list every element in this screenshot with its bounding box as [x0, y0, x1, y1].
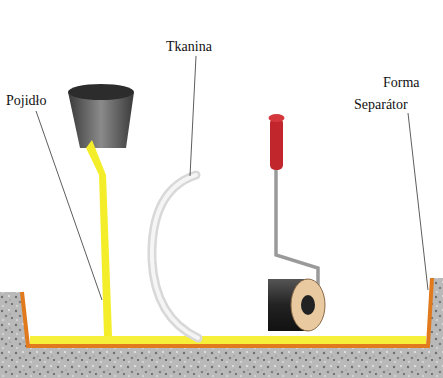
part-label: Forma — [383, 76, 420, 90]
resin-stream — [86, 140, 112, 336]
fabric-highlight — [152, 175, 198, 338]
part-label: Tkanina — [166, 40, 212, 54]
leader-line — [190, 56, 196, 176]
separator-layer — [22, 278, 432, 346]
leader-line — [408, 113, 428, 290]
bucket-rim — [68, 84, 134, 100]
fabric — [152, 175, 198, 338]
leader-line — [36, 111, 102, 300]
roller-core — [301, 295, 315, 315]
part-label: Separátor — [354, 98, 408, 112]
part-label: Pojidło — [6, 94, 46, 108]
roller-end — [291, 279, 325, 331]
resin-layer — [30, 336, 426, 344]
mold-body — [0, 278, 443, 378]
roller-handle — [270, 118, 283, 170]
resin-bucket — [68, 92, 134, 148]
roller-handle-top — [269, 114, 285, 122]
